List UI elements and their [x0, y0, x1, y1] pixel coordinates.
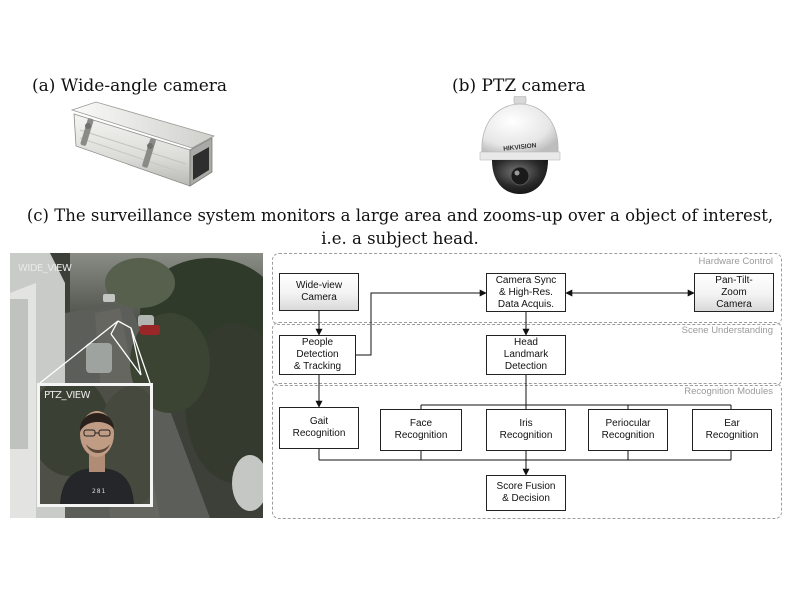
surveillance-scene-image: WIDE_VIEW PTZ_VIEW 2 8 1 [10, 253, 263, 518]
caption-wide-angle-camera: (a) Wide-angle camera [32, 76, 228, 96]
recognition-modules-title: Recognition Modules [684, 386, 773, 397]
hardware-control-title: Hardware Control [698, 256, 773, 267]
node-head-landmark-detection: Head Landmark Detection [486, 335, 566, 375]
ptz-view-label: PTZ_VIEW [44, 390, 91, 401]
wide-view-label: WIDE_VIEW [18, 263, 72, 274]
node-wide-view-camera: Wide-view Camera [279, 273, 359, 311]
node-score-fusion: Score Fusion & Decision [486, 475, 566, 511]
node-camera-sync: Camera Sync & High-Res. Data Acquis. [486, 273, 566, 312]
edge-people-to-sync [356, 289, 487, 356]
node-iris-recognition: Iris Recognition [486, 409, 566, 451]
ptz-view-code: 2 8 1 [92, 488, 105, 495]
ptz-camera-image: HIKVISION [479, 96, 561, 194]
ptz-brand-label: HIKVISION [503, 142, 537, 152]
node-periocular-recognition: Periocular Recognition [588, 409, 668, 451]
ptz-view-inset: PTZ_VIEW 2 8 1 [37, 383, 153, 507]
node-gait-recognition: Gait Recognition [279, 407, 359, 449]
node-face-recognition: Face Recognition [380, 409, 462, 451]
caption-ptz-camera: (b) PTZ camera [452, 76, 586, 96]
caption-surveillance-system: (c) The surveillance system monitors a l… [26, 206, 774, 248]
node-ear-recognition: Ear Recognition [692, 409, 772, 451]
recognition-modules-panel: Recognition Modules [272, 383, 782, 519]
diagram-connectors [315, 289, 732, 476]
scene-understanding-panel: Scene Understanding [272, 322, 782, 386]
wide-angle-camera-image [70, 101, 216, 187]
hardware-control-panel: Hardware Control [272, 253, 782, 325]
node-people-detection: People Detection & Tracking [279, 335, 356, 375]
node-ptz-camera: Pan-Tilt- Zoom Camera [694, 273, 774, 312]
system-block-diagram: Hardware Control Scene Understanding Rec… [270, 253, 784, 521]
scene-understanding-title: Scene Understanding [681, 325, 773, 336]
